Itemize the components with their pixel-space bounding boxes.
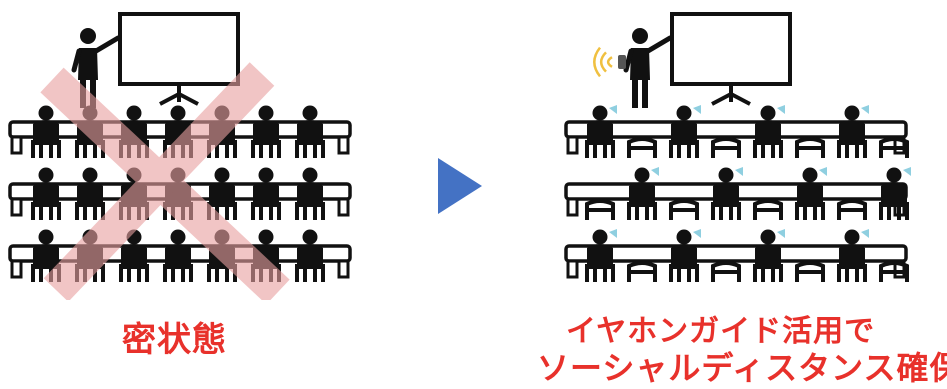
right-empty-chair-r2-7 xyxy=(837,199,867,220)
right-student-r2-6 xyxy=(795,167,827,220)
left-student-r1-7 xyxy=(295,105,325,158)
caption-social-distance: ソーシャルディスタンス確保 xyxy=(537,349,947,387)
left-student-r3-7 xyxy=(295,229,325,282)
crowded-cross-icon xyxy=(40,62,290,300)
right-empty-chair-r2-1 xyxy=(585,199,615,220)
right-student-r2-4 xyxy=(711,167,743,220)
left-student-r2-2 xyxy=(75,167,105,220)
right-student-r2-8 xyxy=(879,167,911,220)
left-student-r2-6 xyxy=(251,167,281,220)
classroom-illustration xyxy=(8,12,911,300)
right-empty-chair-r2-3 xyxy=(669,199,699,220)
right-empty-chair-r3-2 xyxy=(627,261,657,282)
triangle-right-arrow-icon xyxy=(438,158,482,214)
guide-transmitter-icon xyxy=(618,55,626,69)
right-student-r2-2 xyxy=(627,167,659,220)
right-student-r1-1 xyxy=(585,105,617,158)
right-desk-row-3 xyxy=(564,244,908,279)
caption-crowded: 密状態 xyxy=(122,320,227,360)
left-monitor xyxy=(118,12,240,106)
right-empty-chair-r1-6 xyxy=(795,137,825,158)
caption-earphone-guide: イヤホンガイド活用で xyxy=(566,314,876,349)
right-student-r1-7 xyxy=(837,105,869,158)
left-student-r2-5 xyxy=(207,167,237,220)
right-desk-row-1 xyxy=(564,120,908,155)
right-empty-chair-r1-2 xyxy=(627,137,657,158)
left-student-r3-4 xyxy=(163,229,193,282)
right-empty-chair-r2-5 xyxy=(753,199,783,220)
right-empty-chair-r1-4 xyxy=(711,137,741,158)
right-empty-chair-r3-6 xyxy=(795,261,825,282)
right-student-r3-7 xyxy=(837,229,869,282)
right-student-r1-5 xyxy=(753,105,785,158)
right-empty-chair-r3-4 xyxy=(711,261,741,282)
left-student-r2-7 xyxy=(295,167,325,220)
left-student-r1-6 xyxy=(251,105,281,158)
right-student-r3-1 xyxy=(585,229,617,282)
left-student-r1-1 xyxy=(31,105,61,158)
right-student-r3-3 xyxy=(669,229,701,282)
right-student-r3-5 xyxy=(753,229,785,282)
left-student-r2-1 xyxy=(31,167,61,220)
right-empty-chair-r3-8 xyxy=(879,261,909,282)
right-student-r1-3 xyxy=(669,105,701,158)
right-teacher xyxy=(623,28,673,108)
right-empty-chair-r1-8 xyxy=(879,137,909,158)
right-monitor xyxy=(670,12,792,106)
sound-wave-icon xyxy=(593,46,613,78)
